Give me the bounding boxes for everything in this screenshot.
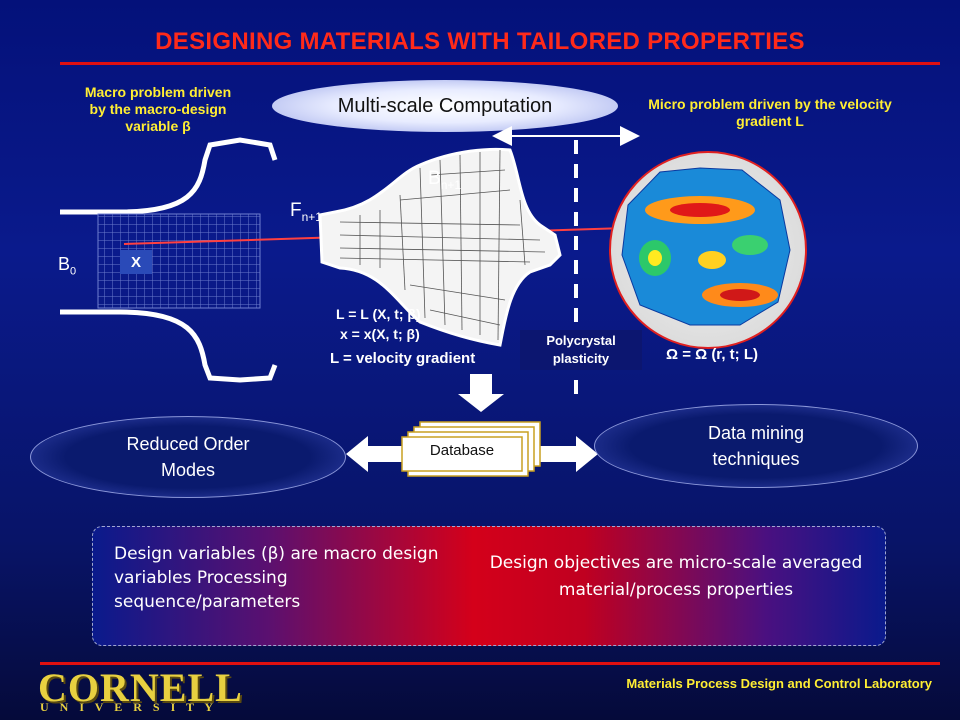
data-mining-label: Data mining techniques [707, 423, 805, 469]
omega-equation: Ω = Ω (r, t; L) [666, 346, 758, 363]
data-mining-oval: Data mining techniques [594, 404, 918, 488]
database-stack [401, 421, 541, 477]
deformed-mesh [318, 147, 562, 347]
eq-velocity-function: L = L (X, t; β) [336, 306, 421, 322]
reduced-order-label: Reduced Order Modes [126, 434, 250, 480]
title-underline [60, 62, 940, 65]
footer-line [40, 662, 940, 665]
page-title: DESIGNING MATERIALS WITH TAILORED PROPER… [155, 28, 805, 55]
b0-label: B0 [58, 254, 77, 278]
design-objectives-text: Design objectives are micro-scale averag… [489, 553, 863, 600]
macro-problem-label: Macro problem driven by the macro-design… [84, 84, 232, 134]
design-summary-box [92, 526, 886, 646]
x-marker: X [120, 250, 152, 274]
eq-position-function: x = x(X, t; β) [340, 326, 420, 342]
polycrystal-image [609, 151, 807, 349]
bn-label: Bn+1 [428, 168, 462, 192]
reduced-order-oval: Reduced Order Modes [30, 416, 346, 498]
micro-problem-label: Micro problem driven by the velocity gra… [648, 96, 892, 129]
eq-velocity-gradient: L = velocity gradient [330, 350, 476, 367]
arrow-to-reduced [346, 436, 404, 472]
multiscale-oval: Multi-scale Computation [272, 80, 618, 132]
cornell-logo: CORNELL [38, 665, 243, 710]
macro-specimen [60, 137, 278, 383]
fn-label: Fn+1 [290, 200, 322, 224]
database-label: Database [429, 442, 495, 459]
footer-lab-name: Materials Process Design and Control Lab… [626, 676, 932, 691]
design-variables-text: Design variables (β) are macro design va… [114, 544, 439, 612]
multiscale-label: Multi-scale Computation [337, 94, 553, 117]
polycrystal-label: Polycrystal plasticity [520, 330, 642, 370]
down-arrow [458, 374, 504, 412]
arrow-to-datamining [540, 436, 598, 472]
cornell-logo-sub: U N I V E R S I T Y [40, 700, 218, 714]
